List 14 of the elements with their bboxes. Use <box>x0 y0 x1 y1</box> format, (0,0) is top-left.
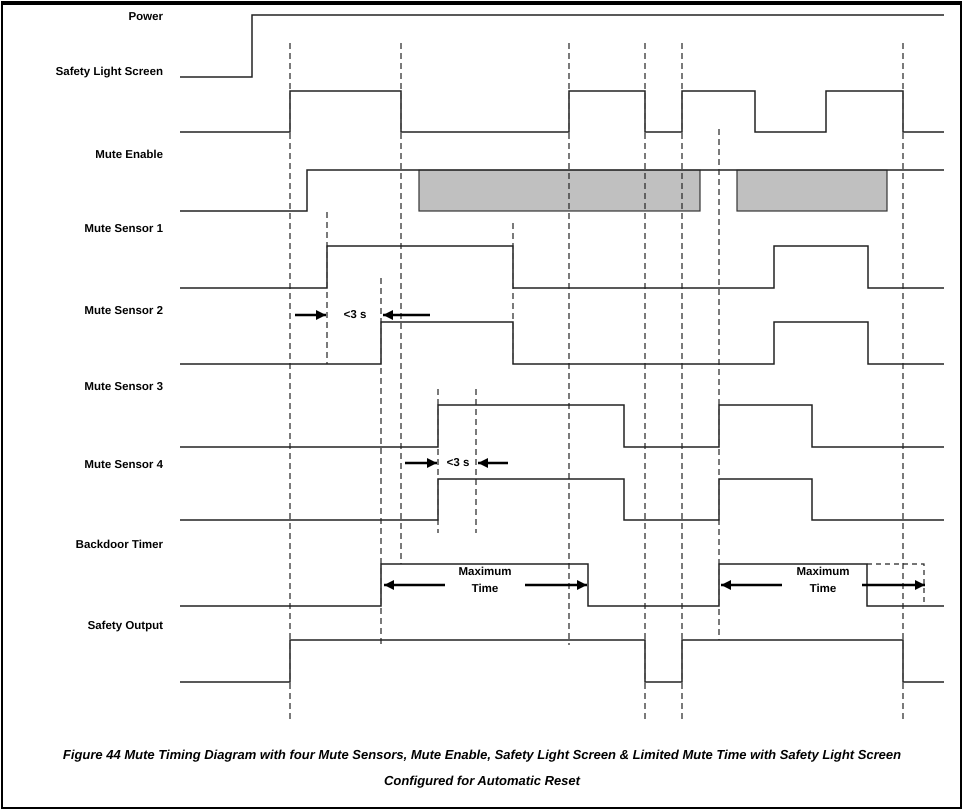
signal-name: Mute Enable <box>94 148 163 162</box>
signal-name: Safety Output <box>86 619 163 633</box>
signal-name: Mute Sensor 3 <box>83 380 163 394</box>
signal-name: Backdoor Timer <box>74 538 163 552</box>
duration-label: Maximum Time <box>795 565 851 597</box>
duration-label: Maximum Time <box>457 565 513 597</box>
signal-name: Mute Sensor 4 <box>83 458 163 472</box>
signal-name: Mute Sensor 2 <box>83 304 163 318</box>
signal-name: Safety Light Screen <box>54 65 163 79</box>
figure-caption: Figure 44 Mute Timing Diagram with four Mute Sensors, Mute Enable, Safety Light Screen & Limited Mute Time with Safety Light Screen Configured for Automatic Reset <box>62 746 902 790</box>
time-limit-label: <3 s <box>446 456 470 470</box>
signal-name: Mute Sensor 1 <box>83 222 163 236</box>
time-limit-label: <3 s <box>342 308 368 322</box>
signal-name: Power <box>127 10 163 24</box>
